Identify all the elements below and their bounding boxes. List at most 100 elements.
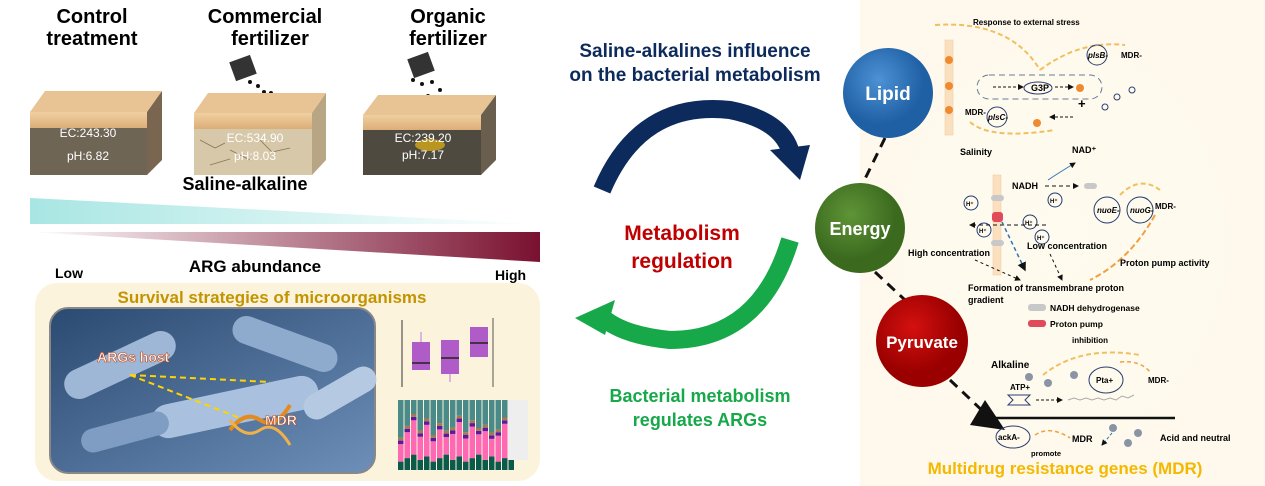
stacked-bar-segment bbox=[489, 435, 495, 439]
stacked-bar-segment bbox=[417, 459, 423, 470]
arg-gradient-wedge bbox=[30, 232, 540, 262]
stacked-bar-segment bbox=[437, 458, 443, 470]
stacked-bar-segment bbox=[404, 458, 410, 470]
control-title-2: treatment bbox=[46, 28, 137, 50]
stacked-bar-segment bbox=[463, 432, 469, 435]
legend-nadh-swatch bbox=[1028, 304, 1046, 311]
lipid-pathway: Response to external stress plsB- MDR- G… bbox=[934, 18, 1142, 157]
stacked-bar-segment bbox=[443, 400, 449, 431]
legend-pump-swatch bbox=[1028, 320, 1046, 327]
stacked-bar-segment bbox=[398, 461, 404, 470]
stacked-bar-segment bbox=[463, 435, 469, 439]
node-energy: Energy bbox=[815, 183, 905, 273]
stacked-bar-segment bbox=[469, 458, 475, 470]
stacked-bar-segment bbox=[398, 440, 404, 445]
stacked-bar-segment bbox=[450, 400, 456, 428]
control-ec: EC:243.30 bbox=[60, 126, 117, 140]
stacked-bar-segment bbox=[482, 431, 488, 460]
ackA-label: ackA- bbox=[998, 433, 1020, 442]
g3p-label: G3P bbox=[1031, 83, 1049, 93]
stacked-bar-segment bbox=[411, 414, 417, 417]
organic-title-2: fertilizer bbox=[409, 28, 487, 50]
stacked-bar-segment bbox=[424, 456, 430, 470]
stacked-bar-segment bbox=[476, 430, 482, 435]
energy-pyruvate-connector bbox=[873, 270, 907, 302]
box-2 bbox=[441, 340, 459, 374]
mdr-label-left: MDR bbox=[265, 412, 297, 428]
stacked-bar-segment bbox=[437, 429, 443, 459]
stacked-bar-segment bbox=[482, 459, 488, 470]
proton-1: H⁺ bbox=[966, 201, 974, 208]
stacked-bar-segment bbox=[463, 400, 469, 433]
stacked-bar-segment bbox=[398, 444, 404, 462]
atp-label: ATP+ bbox=[1010, 383, 1030, 392]
stacked-bar-segment bbox=[417, 433, 423, 437]
stacked-bar-segment bbox=[443, 437, 449, 455]
fertilizer-bag-icon bbox=[229, 54, 273, 102]
stacked-bar-segment bbox=[495, 435, 501, 462]
stacked-bar-segment bbox=[417, 400, 423, 431]
mdr-footer-title: Multidrug resistance genes (MDR) bbox=[928, 459, 1203, 478]
lipid-energy-connector bbox=[860, 137, 887, 186]
mdr-lipid-2: MDR- bbox=[965, 108, 986, 117]
box-1 bbox=[412, 342, 430, 370]
stacked-bar-segment bbox=[502, 458, 508, 470]
pyruvate-mdr-connector bbox=[948, 378, 992, 420]
stacked-bar-segment bbox=[430, 400, 436, 435]
stacked-bar-segment bbox=[489, 432, 495, 436]
legend-nadh-label: NADH dehydrogenase bbox=[1050, 303, 1140, 313]
control-title-1: Control bbox=[56, 6, 127, 28]
promote-label: promote bbox=[1031, 449, 1061, 458]
stacked-bar-segment bbox=[437, 425, 443, 430]
stacked-bar-segment bbox=[476, 400, 482, 428]
stacked-bar-segment bbox=[508, 454, 514, 470]
plsB-label: plsB- bbox=[1087, 51, 1108, 60]
cycle-center-line1: Metabolism bbox=[624, 222, 740, 245]
stacked-bar-segment bbox=[502, 420, 508, 424]
stacked-bar-segment bbox=[430, 435, 436, 438]
alkaline-label: Alkaline bbox=[991, 360, 1030, 371]
nuoE-label: nuoE- bbox=[1097, 206, 1120, 215]
stacked-bar-segment bbox=[489, 438, 495, 457]
node-lipid: Lipid bbox=[843, 48, 933, 138]
proton-5: H⁺ bbox=[1037, 235, 1045, 242]
nad-label: NAD⁺ bbox=[1072, 145, 1096, 155]
stacked-bar-segment bbox=[456, 415, 462, 419]
box-3 bbox=[470, 327, 488, 357]
mdr-pyruvate-2: MDR bbox=[1072, 434, 1093, 444]
commercial-title-2: fertilizer bbox=[231, 28, 309, 50]
stacked-bar-segment bbox=[450, 433, 456, 460]
stacked-bar-segment bbox=[495, 400, 501, 430]
green-cycle-arrow bbox=[593, 237, 799, 350]
stacked-bar-segment bbox=[450, 427, 456, 431]
response-label: Response to external stress bbox=[973, 18, 1080, 27]
cycle-center-line2: regulation bbox=[631, 250, 733, 273]
energy-pathway: NADH H⁺ H⁺ H⁺ H⁺ H⁺ nuoE- nuoG- MDR- Hig… bbox=[908, 162, 1210, 329]
stacked-bar-segment bbox=[495, 432, 501, 436]
stacked-bar-segment bbox=[456, 418, 462, 423]
args-host-label: ARGs host bbox=[97, 349, 170, 365]
high-concentration-label: High concentration bbox=[908, 248, 990, 258]
formation-label-1: Formation of transmembrane proton bbox=[968, 283, 1124, 293]
proton-4: H⁺ bbox=[1025, 220, 1033, 227]
stacked-bar-segment bbox=[450, 430, 456, 434]
navy-arrowhead bbox=[770, 145, 810, 180]
stacked-bar-segment bbox=[502, 423, 508, 459]
arg-abundance-label: ARG abundance bbox=[189, 257, 321, 276]
legend-pump-label: Proton pump bbox=[1050, 319, 1103, 329]
cycle-bottom-line1: Bacterial metabolism bbox=[609, 386, 790, 406]
nuoG-label: nuoG- bbox=[1130, 206, 1154, 215]
commercial-ec: EC:534.90 bbox=[227, 131, 284, 145]
stacked-bar-segment bbox=[489, 400, 495, 433]
stacked-bar-segment bbox=[463, 438, 469, 462]
stacked-bar-segment bbox=[469, 400, 475, 421]
plsC-label: plsC- bbox=[987, 113, 1008, 122]
cycle-top-line2: on the bacterial metabolism bbox=[569, 65, 820, 86]
stacked-bar-segment bbox=[450, 459, 456, 470]
stacked-bar-segment bbox=[469, 423, 475, 427]
salinity-gradient-wedge bbox=[30, 198, 540, 224]
proton-pump-activity-label: Proton pump activity bbox=[1120, 258, 1210, 268]
soil-block-control: EC:243.30 pH:6.82 bbox=[30, 91, 162, 175]
stacked-bar-segment bbox=[404, 425, 410, 429]
stacked-bar-segment bbox=[502, 400, 508, 418]
